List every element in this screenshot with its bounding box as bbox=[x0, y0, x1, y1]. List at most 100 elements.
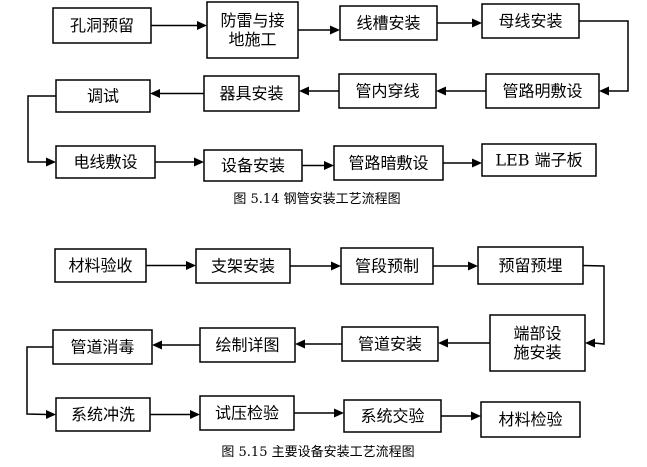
process-node: 设备安装 bbox=[203, 149, 303, 182]
arrowhead bbox=[299, 86, 309, 96]
arrowhead bbox=[471, 411, 481, 421]
process-node: 调试 bbox=[55, 79, 151, 113]
process-node: 电线敷设 bbox=[55, 145, 156, 179]
arrowhead bbox=[334, 408, 344, 418]
process-node: 材料检验 bbox=[480, 401, 581, 438]
process-node: 管道消毒 bbox=[52, 329, 153, 365]
process-node: 支架安装 bbox=[195, 248, 291, 284]
flow-arrow bbox=[437, 18, 482, 28]
flow-arrow bbox=[302, 161, 334, 170]
process-node-label: 器具安装 bbox=[219, 84, 283, 103]
process-node-label: 电线敷设 bbox=[73, 153, 137, 172]
arrowhead bbox=[472, 18, 482, 28]
process-node: 系统冲洗 bbox=[55, 397, 151, 432]
process-node-label: 系统交验 bbox=[360, 407, 424, 426]
process-node-label: 绘制详图 bbox=[215, 336, 279, 355]
process-node: 管段预制 bbox=[340, 247, 434, 285]
process-node-box bbox=[333, 145, 444, 181]
process-node-box bbox=[199, 327, 296, 363]
process-node: 线槽安装 bbox=[339, 5, 438, 41]
process-node-label: 线槽安装 bbox=[356, 14, 420, 33]
process-node-label: 材料检验 bbox=[498, 410, 562, 429]
arrowhead bbox=[438, 338, 448, 348]
process-node-box bbox=[343, 399, 442, 433]
flow-arrow bbox=[294, 408, 344, 418]
flow-arrow bbox=[436, 86, 486, 96]
process-node-box bbox=[203, 75, 300, 112]
process-node: 试压检验 bbox=[199, 395, 295, 431]
process-node-box bbox=[340, 247, 434, 285]
flow-arrow bbox=[579, 20, 629, 96]
edges-layer bbox=[26, 18, 629, 421]
arrowhead bbox=[331, 261, 341, 271]
process-node-box bbox=[195, 248, 291, 284]
flow-arrow bbox=[443, 158, 482, 168]
process-node-label: 管路明敷设 bbox=[502, 82, 582, 101]
arrowhead bbox=[472, 158, 482, 168]
process-node: 绘制详图 bbox=[199, 327, 296, 363]
process-node: 管道安装 bbox=[341, 326, 439, 362]
process-node-box bbox=[481, 143, 597, 177]
process-node: 预留预埋 bbox=[477, 246, 584, 285]
arrowhead bbox=[295, 339, 305, 349]
process-node: 母线安装 bbox=[481, 3, 580, 39]
process-node-box bbox=[480, 401, 581, 438]
arrowhead bbox=[194, 157, 204, 167]
arrow-line bbox=[582, 264, 605, 345]
arrow-line bbox=[26, 346, 53, 416]
flow-arrow bbox=[298, 25, 340, 35]
process-node-box bbox=[206, 1, 299, 59]
process-node-label: 地施工 bbox=[228, 30, 276, 49]
process-node-label: 预留预埋 bbox=[498, 256, 562, 275]
arrowhead bbox=[468, 261, 478, 271]
arrowhead bbox=[190, 410, 200, 419]
process-node-label: 端部设 bbox=[513, 324, 561, 343]
process-node-box bbox=[203, 149, 303, 182]
arrowhead bbox=[150, 89, 160, 98]
process-node-label: 孔洞预留 bbox=[70, 16, 134, 35]
arrowhead bbox=[46, 410, 56, 419]
process-node-label: LEB 端子板 bbox=[495, 151, 582, 170]
arrowhead bbox=[585, 338, 595, 348]
arrowhead bbox=[599, 86, 609, 96]
flow-arrow bbox=[146, 261, 196, 270]
process-node: 管路暗敷设 bbox=[333, 145, 444, 181]
process-node-box bbox=[55, 79, 151, 113]
process-node-box bbox=[481, 3, 580, 39]
process-node-box bbox=[52, 7, 152, 44]
process-node-label: 管段预制 bbox=[355, 257, 419, 276]
process-node-box bbox=[55, 145, 156, 179]
flow-arrow bbox=[441, 411, 481, 421]
process-node-label: 防雷与接 bbox=[220, 11, 284, 30]
figure-caption: 图 5.15 主要设备安装工艺流程图 bbox=[221, 444, 414, 460]
process-node-label: 材料验收 bbox=[68, 256, 132, 275]
process-node-label: 施安装 bbox=[513, 343, 561, 362]
process-node-label: 管路暗敷设 bbox=[348, 154, 428, 173]
process-node: 孔洞预留 bbox=[52, 7, 152, 44]
process-node: LEB 端子板 bbox=[481, 143, 597, 177]
process-node-box bbox=[338, 73, 437, 109]
process-node-box bbox=[52, 329, 153, 365]
flow-arrow bbox=[299, 86, 339, 96]
arrow-line bbox=[579, 20, 629, 92]
process-node-label: 管内穿线 bbox=[355, 82, 419, 101]
process-node-box bbox=[341, 326, 439, 362]
flow-arrow bbox=[27, 95, 56, 167]
flow-arrow bbox=[295, 339, 342, 349]
process-node-box bbox=[199, 395, 295, 431]
process-node-label: 试压检验 bbox=[215, 404, 279, 423]
process-node-box bbox=[55, 397, 151, 432]
flow-arrow bbox=[433, 261, 478, 271]
process-node-box bbox=[339, 5, 438, 41]
process-node-box bbox=[477, 246, 584, 285]
flow-arrow bbox=[150, 89, 204, 98]
process-node-label: 调试 bbox=[87, 87, 119, 106]
arrowhead bbox=[186, 261, 196, 270]
process-node-label: 母线安装 bbox=[498, 12, 562, 31]
process-node: 管内穿线 bbox=[338, 73, 437, 109]
arrowhead bbox=[330, 25, 340, 35]
